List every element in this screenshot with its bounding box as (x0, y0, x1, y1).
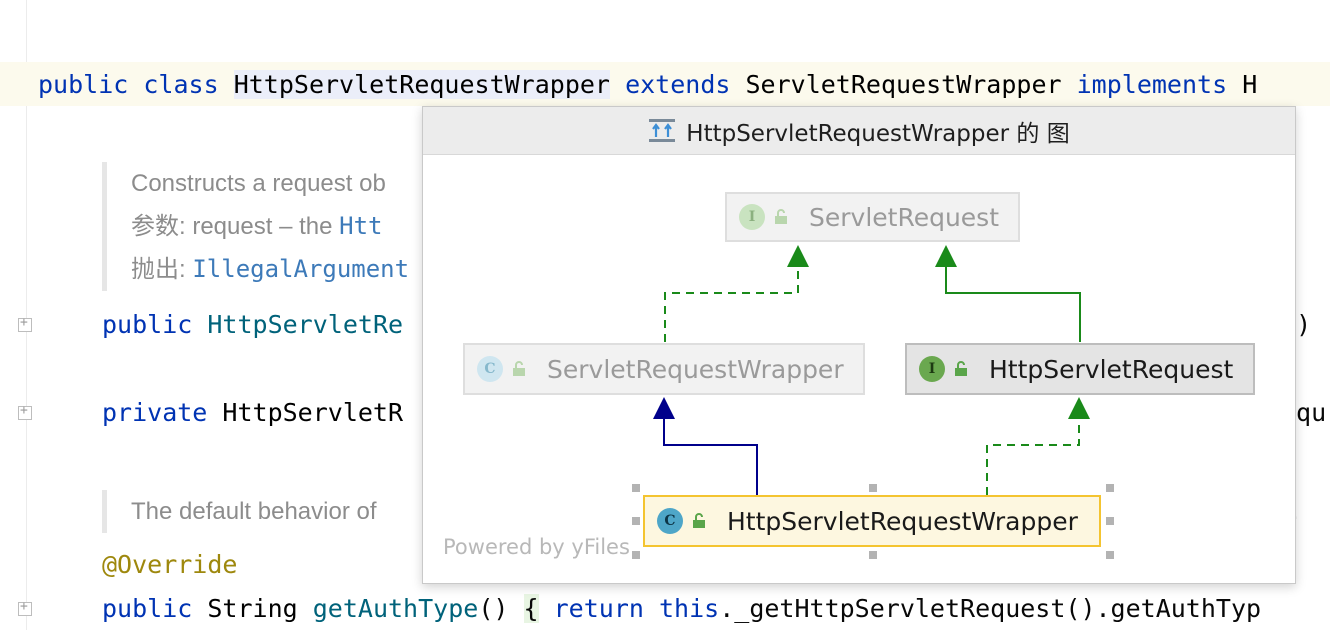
private-method-line[interactable]: private HttpServletR (102, 398, 403, 428)
javadoc-params: 参数: request – the Htt (131, 205, 409, 248)
keyword-public: public (102, 594, 193, 623)
params-label: 参数: (131, 213, 186, 240)
open-brace: { (523, 594, 539, 623)
params-link[interactable]: Htt (339, 212, 383, 240)
lock-open-icon (511, 361, 527, 377)
keyword-public: public (102, 310, 193, 339)
node-label: ServletRequestWrapper (547, 354, 844, 384)
parens: () (478, 594, 509, 623)
arrowhead-icon (935, 245, 957, 267)
popup-title-bar[interactable]: HttpServletRequestWrapper 的 图 (423, 107, 1295, 155)
params-text: request – the (192, 213, 333, 240)
resize-handle[interactable] (1106, 484, 1114, 492)
javadoc-get-auth-type: The default behavior of (102, 490, 377, 533)
constructor-line[interactable]: public HttpServletRe (102, 310, 403, 340)
node-label: HttpServletRequestWrapper (727, 506, 1078, 536)
method-name[interactable]: getAuthType (312, 594, 479, 623)
node-http-servlet-request[interactable]: I HttpServletRequest (905, 343, 1255, 395)
node-servlet-request-wrapper[interactable]: C ServletRequestWrapper (463, 343, 865, 395)
javadoc-line: The default behavior of (131, 498, 377, 525)
edge-hsrw-to-hsr (986, 419, 1080, 495)
throws-link[interactable]: IllegalArgument (192, 255, 410, 283)
keyword-public: public (38, 70, 129, 99)
resize-handle[interactable] (869, 551, 877, 559)
resize-handle[interactable] (1106, 517, 1114, 525)
diagram-edges (653, 245, 1090, 495)
return-type[interactable]: HttpServletR (222, 398, 404, 427)
interface-badge-icon: I (919, 356, 945, 382)
keyword-implements: implements (1076, 70, 1228, 99)
get-auth-type-line[interactable]: public String getAuthType() { return thi… (102, 594, 1261, 624)
resize-handle[interactable] (869, 484, 877, 492)
lock-open-icon (773, 209, 789, 225)
edge-srw-to-sr (664, 267, 799, 342)
javadoc-line: Constructs a request ob (131, 170, 386, 197)
lock-open-icon (691, 513, 707, 529)
fold-expand-icon[interactable] (18, 315, 32, 332)
diagram-popup[interactable]: HttpServletRequestWrapper 的 图 I ServletR… (422, 106, 1296, 584)
constructor-name[interactable]: HttpServletRe (207, 310, 404, 339)
node-label: HttpServletRequest (989, 354, 1234, 384)
edge-hsr-to-sr (945, 267, 1081, 342)
throws-label: 抛出: (131, 256, 186, 283)
powered-by-label: Powered by yFiles (443, 535, 630, 559)
fold-expand-icon[interactable] (18, 599, 32, 616)
resize-handle[interactable] (1106, 551, 1114, 559)
return-type[interactable]: String (207, 594, 298, 623)
keyword-return: return (553, 594, 644, 623)
keyword-private: private (102, 398, 208, 427)
resize-handle[interactable] (632, 517, 640, 525)
javadoc-constructor: Constructs a request ob 参数: request – th… (102, 162, 409, 291)
keyword-extends: extends (625, 70, 731, 99)
method-call-chain: ._getHttpServletRequest().getAuthTyp (719, 594, 1262, 623)
interface-badge-icon: I (739, 204, 765, 230)
override-annotation[interactable]: @Override (102, 550, 238, 579)
class-badge-icon: C (477, 356, 503, 382)
javadoc-throws: 抛出: IllegalArgument (131, 248, 409, 291)
node-http-servlet-request-wrapper[interactable]: C HttpServletRequestWrapper (643, 495, 1101, 547)
arrowhead-icon (787, 245, 809, 267)
class-declaration-line[interactable]: public class HttpServletRequestWrapper e… (38, 70, 1257, 100)
fold-expand-icon[interactable] (18, 403, 32, 420)
class-badge-icon: C (657, 508, 683, 534)
arrowhead-icon (1068, 397, 1090, 419)
node-label: ServletRequest (809, 202, 1000, 232)
resize-handle[interactable] (632, 551, 640, 559)
keyword-class: class (143, 70, 219, 99)
node-servlet-request[interactable]: I ServletRequest (725, 192, 1020, 242)
class-name[interactable]: HttpServletRequestWrapper (233, 70, 610, 99)
current-line-highlight (0, 62, 1330, 106)
arrowhead-icon (653, 397, 675, 419)
lock-open-icon (953, 361, 969, 377)
edge-hsrw-to-srw (663, 419, 758, 495)
keyword-this: this (659, 594, 720, 623)
interface-name-truncated[interactable]: H (1242, 70, 1258, 99)
popup-title: HttpServletRequestWrapper 的 图 (686, 120, 1070, 147)
resize-handle[interactable] (632, 484, 640, 492)
class-diagram-icon (649, 118, 676, 142)
superclass-name[interactable]: ServletRequestWrapper (745, 70, 1062, 99)
